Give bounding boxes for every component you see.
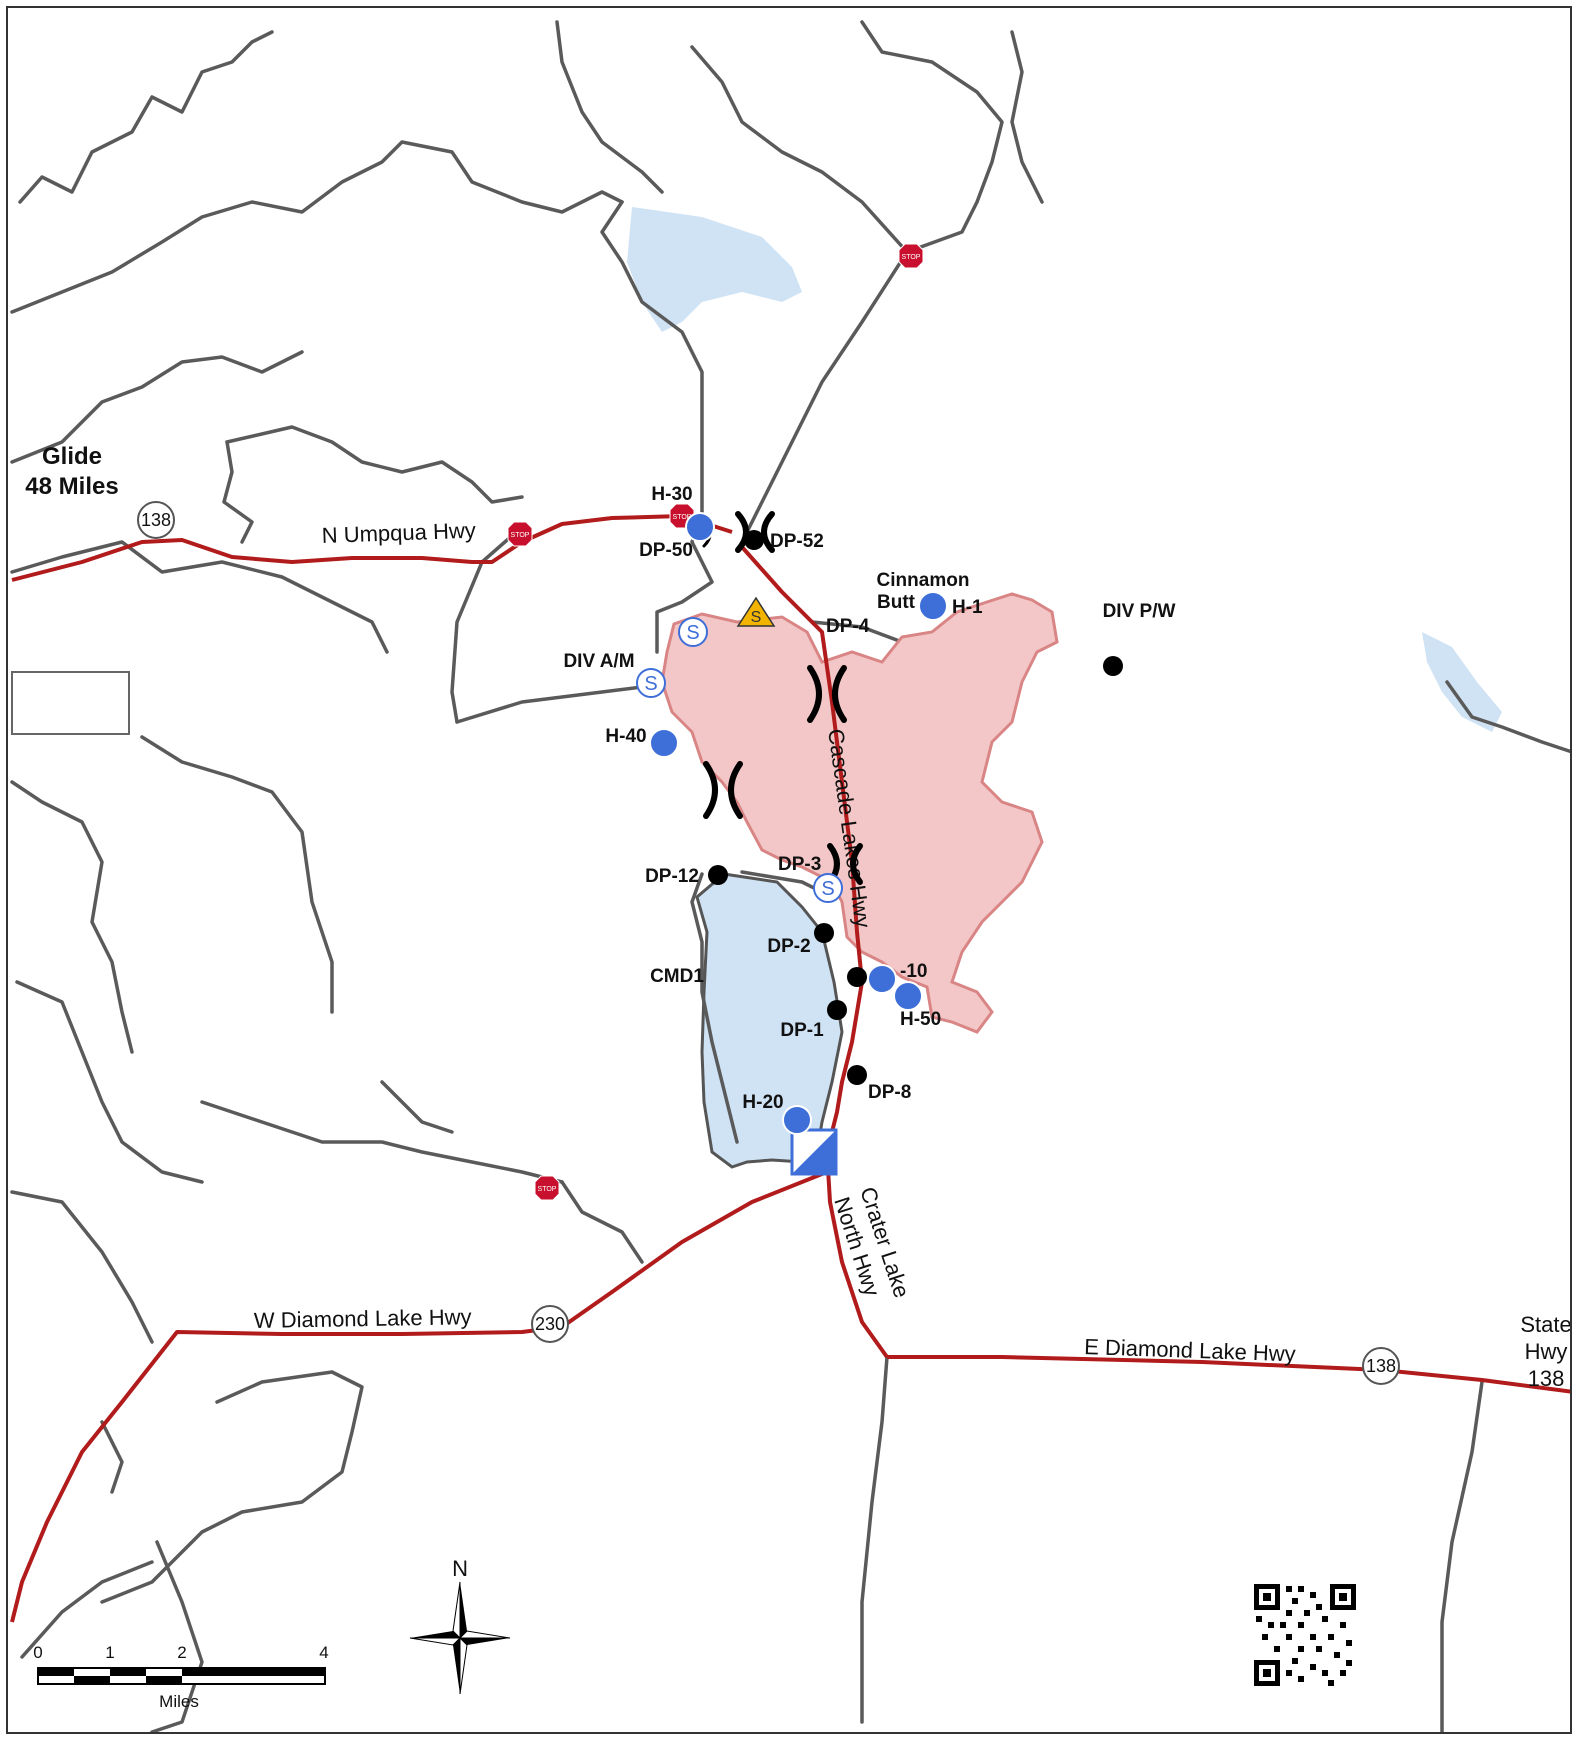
- staging-area-icon: S: [636, 668, 666, 698]
- cmd1-label: CMD1: [650, 966, 704, 987]
- crater-lake-north-hwy: [825, 1151, 889, 1359]
- helispot-h20-label: H-20: [742, 1092, 783, 1113]
- scale-tick-label: 4: [319, 1643, 328, 1662]
- division-am-label: DIV A/M: [563, 651, 634, 672]
- staging-area-icon: S: [678, 617, 708, 647]
- control-line-icon: [735, 511, 749, 553]
- water-bodies: [627, 207, 1502, 1169]
- scale-tick-label: 0: [33, 1643, 42, 1662]
- scale-tick-label: 1: [105, 1643, 114, 1662]
- drop-point-dp8-label: DP-8: [868, 1082, 911, 1103]
- stop-sign-icon: STOP: [898, 243, 924, 269]
- north-arrow: N: [409, 1556, 511, 1695]
- helispot-h1-label: H-1: [952, 597, 983, 618]
- state-hwy-label-line2: Hwy: [1525, 1339, 1568, 1364]
- drop-point-dp52-marker: [744, 530, 764, 550]
- qr-code: [1252, 1582, 1358, 1688]
- svg-text:138: 138: [141, 510, 171, 530]
- cascade-lakes-hwy: [740, 545, 864, 1153]
- drop-points: [708, 530, 1123, 1085]
- e-diamond-lake-hwy: [887, 1355, 1570, 1394]
- map-frame: N Umpqua Hwy Cascade Lakes Hwy Crater La…: [6, 6, 1572, 1734]
- svg-text:STOP: STOP: [511, 532, 530, 539]
- drop-point-dp4-label: DP-4: [826, 616, 870, 637]
- helispot-h30-marker: [685, 512, 715, 542]
- svg-text:STOP: STOP: [538, 1186, 557, 1193]
- scale-bar: 0 1 2 4 Miles: [33, 1643, 328, 1711]
- cinnamon-butte-label-line2: Butt: [877, 592, 916, 613]
- division-pw-marker: [1103, 656, 1123, 676]
- helispot-h1-marker: [918, 591, 948, 621]
- stop-sign-icon: STOP: [534, 1175, 560, 1201]
- helispot-h20-marker: [782, 1105, 812, 1135]
- helispot-h30-label: H-30: [651, 484, 692, 505]
- w-diamond-lake-hwy: [10, 1170, 828, 1623]
- stop-sign-icon: STOP: [507, 521, 533, 547]
- svg-text:S: S: [686, 622, 699, 644]
- shield-230: 230: [531, 1305, 569, 1343]
- forest-roads: [10, 20, 1570, 1732]
- map-canvas: N Umpqua Hwy Cascade Lakes Hwy Crater La…: [10, 20, 1571, 1732]
- highways: [10, 514, 1570, 1623]
- helispot-h40-marker: [649, 728, 679, 758]
- map-rectangle: [11, 671, 130, 735]
- drop-point-dp3-label: DP-3: [778, 854, 821, 875]
- drop-point-dp12-marker: [708, 865, 728, 885]
- svg-text:STOP: STOP: [673, 514, 692, 521]
- incident-command-post-icon: [790, 1128, 838, 1176]
- helispot-h10-marker: [867, 964, 897, 994]
- glide-label: Glide: [42, 443, 102, 470]
- drop-point-dp52-label: DP-52: [770, 531, 824, 552]
- glide-distance-label: 48 Miles: [25, 473, 118, 500]
- control-line-icon: [703, 761, 718, 819]
- control-line-icon: [761, 511, 775, 553]
- drop-point-dp1-label: DP-1: [780, 1020, 824, 1041]
- drop-point-dp50-label: DP-50: [639, 540, 693, 561]
- drop-point-dp12-label: DP-12: [645, 866, 699, 887]
- division-pw-label: DIV P/W: [1103, 601, 1176, 622]
- n-umpqua-hwy: [11, 514, 733, 582]
- svg-text:S: S: [821, 878, 834, 900]
- staging-area-icon: S: [813, 873, 843, 903]
- state-hwy-label-line3: 138: [1528, 1366, 1565, 1391]
- drop-point-marker: [847, 967, 867, 987]
- shield-138-east: 138: [1362, 1347, 1400, 1385]
- svg-text:138: 138: [1366, 1356, 1396, 1376]
- drop-point-dp8-marker: [847, 1065, 867, 1085]
- scale-unit-label: Miles: [159, 1692, 199, 1711]
- scale-tick-label: 2: [177, 1643, 186, 1662]
- shield-138-west: 138: [137, 501, 175, 539]
- state-hwy-label-line1: State: [1520, 1312, 1571, 1337]
- north-label: N: [452, 1556, 468, 1581]
- helispot-h40-label: H-40: [605, 726, 646, 747]
- fire-perimeter: [660, 592, 1059, 1034]
- control-line-icon: [850, 843, 863, 885]
- control-line-icon: [728, 761, 743, 819]
- safety-zone-icon: S: [736, 596, 776, 627]
- w-diamond-lake-hwy-label: W Diamond Lake Hwy: [254, 1304, 472, 1333]
- lemolo-lake: [627, 207, 802, 332]
- helispot-h50-label: H-50: [900, 1009, 941, 1030]
- drop-point-dp2-label: DP-2: [767, 936, 810, 957]
- drop-point-dp2-marker: [814, 923, 834, 943]
- east-lake: [1422, 632, 1502, 732]
- n-umpqua-hwy-label: N Umpqua Hwy: [321, 518, 476, 548]
- svg-text:STOP: STOP: [902, 254, 921, 261]
- svg-text:S: S: [751, 609, 762, 626]
- control-line-icon: [807, 665, 822, 723]
- helispots: [649, 512, 948, 1135]
- control-line-icon: [832, 665, 847, 723]
- helispot-h50-marker: [893, 981, 923, 1011]
- cinnamon-butte-label-line1: Cinnamon: [877, 570, 970, 591]
- svg-text:230: 230: [535, 1314, 565, 1334]
- helispot-h10-label: -10: [900, 961, 927, 982]
- drop-point-dp1-marker: [827, 1000, 847, 1020]
- svg-text:S: S: [644, 673, 657, 695]
